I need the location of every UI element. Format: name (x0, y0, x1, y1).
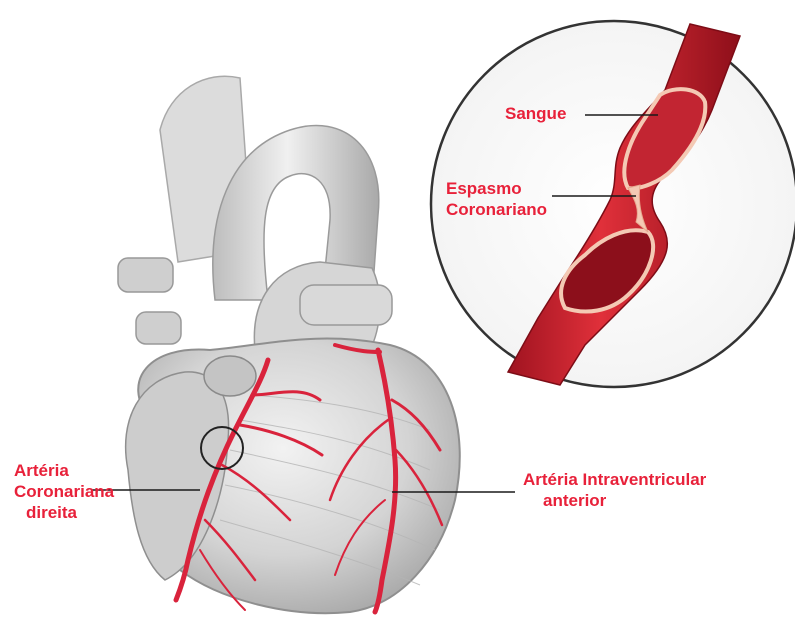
anterior-label-line-2: anterior (523, 490, 706, 511)
anterior-interventricular-label: Artéria Intraventricular anterior (523, 469, 706, 511)
pulmonary-vein-upper (118, 258, 173, 292)
right-coronary-label-line-2: Coronariana (14, 481, 114, 502)
spasm-label: Espasmo Coronariano (446, 178, 547, 220)
blood-label-text: Sangue (505, 103, 566, 124)
heart-illustration-icon (118, 76, 460, 613)
atrial-appendage (204, 356, 256, 396)
blood-label: Sangue (505, 103, 566, 124)
pulmonary-branch (300, 285, 392, 325)
right-coronary-label-line-3: direita (14, 502, 114, 523)
spasm-label-line-2: Coronariano (446, 199, 547, 220)
spasm-label-line-1: Espasmo (446, 178, 547, 199)
pulmonary-vein-lower (136, 312, 181, 344)
right-coronary-label: Artéria Coronariana direita (14, 460, 114, 523)
right-coronary-label-line-1: Artéria (14, 460, 114, 481)
anterior-label-line-1: Artéria Intraventricular (523, 469, 706, 490)
